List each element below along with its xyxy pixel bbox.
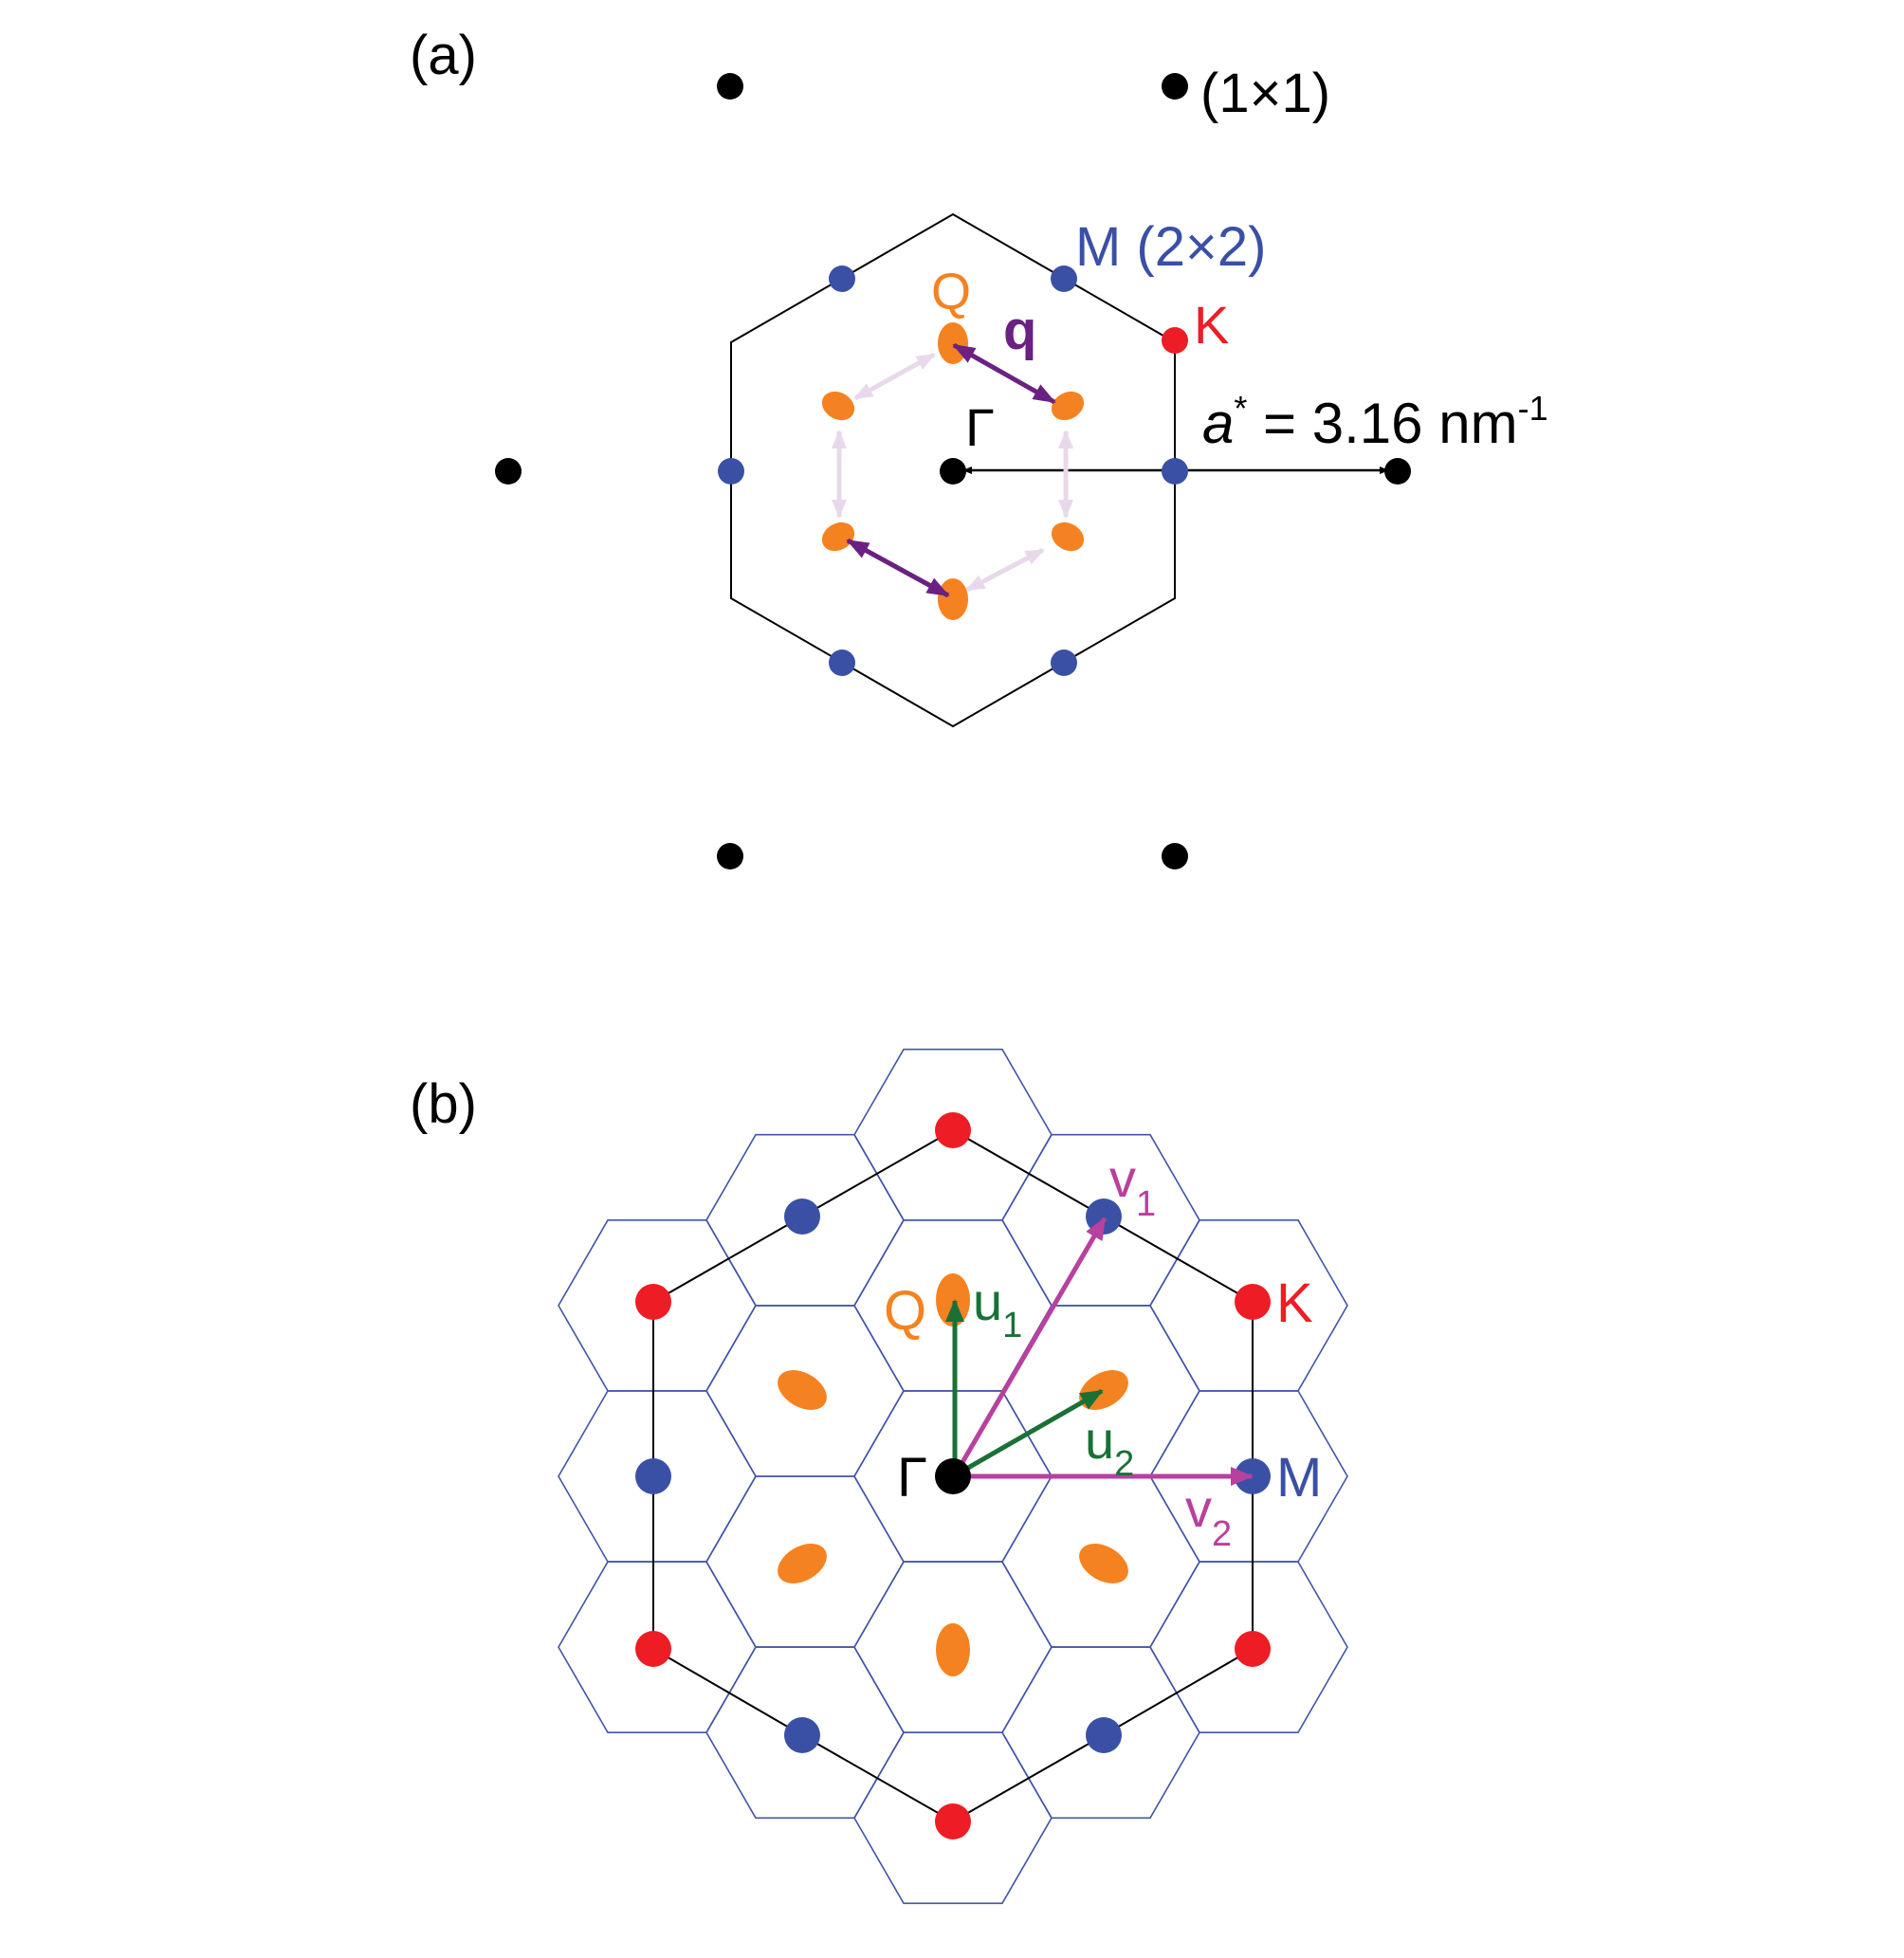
q-point-label-b: Q: [884, 1280, 926, 1342]
v2-label: v2: [1185, 1478, 1232, 1554]
panel-b: (b): [410, 1048, 1348, 1905]
u1-label: u1: [973, 1272, 1022, 1345]
k-point: [1162, 327, 1188, 354]
bragg-point: [1162, 843, 1188, 869]
u2-arrow: [953, 1388, 1104, 1478]
m-label: M (2×2): [1075, 216, 1266, 278]
bragg-point: [717, 73, 743, 100]
gamma-point: [940, 458, 966, 485]
gamma-label-b: Γ: [897, 1447, 927, 1509]
v1-arrow: [952, 1217, 1108, 1477]
bragg-point: [717, 843, 743, 869]
astar-value: = 3.16 nm: [1247, 392, 1517, 455]
astar-sup: *: [1234, 389, 1247, 428]
astar-exp: -1: [1518, 389, 1548, 428]
bragg-point: [1162, 73, 1188, 100]
m-point: [1051, 650, 1077, 676]
panel-a-label: (a): [410, 25, 477, 86]
secondary-q-arrows: [832, 352, 1073, 593]
m-point: [1051, 265, 1077, 292]
m-point: [718, 458, 744, 485]
gamma-point-b: [935, 1458, 971, 1494]
m-point: [1162, 458, 1188, 485]
q-vector-label: q: [1003, 300, 1036, 361]
v1-label: v1: [1109, 1148, 1156, 1224]
astar-symbol: a: [1202, 392, 1234, 455]
k-label: K: [1194, 295, 1229, 355]
k-label-b: K: [1276, 1272, 1313, 1334]
q-pockets: [821, 322, 1085, 620]
m-point: [829, 265, 855, 292]
bragg-point: [1384, 458, 1411, 485]
k-points-b: [635, 1112, 1271, 1839]
m-label-b: M: [1276, 1447, 1322, 1509]
bragg-label: (1×1): [1200, 63, 1330, 124]
q-point-label: Q: [931, 264, 971, 320]
surface-zone-hexagon: [1149, 1561, 1348, 1733]
m-point: [829, 650, 855, 676]
panel-a: (a): [410, 25, 1548, 869]
gamma-label: Γ: [965, 397, 995, 457]
astar-label: a* = 3.16 nm-1: [1202, 389, 1548, 455]
bragg-point: [495, 458, 522, 485]
q-vector-arrows: [846, 342, 1056, 598]
u2-label: u2: [1085, 1410, 1134, 1484]
panel-b-label: (b): [410, 1073, 477, 1135]
